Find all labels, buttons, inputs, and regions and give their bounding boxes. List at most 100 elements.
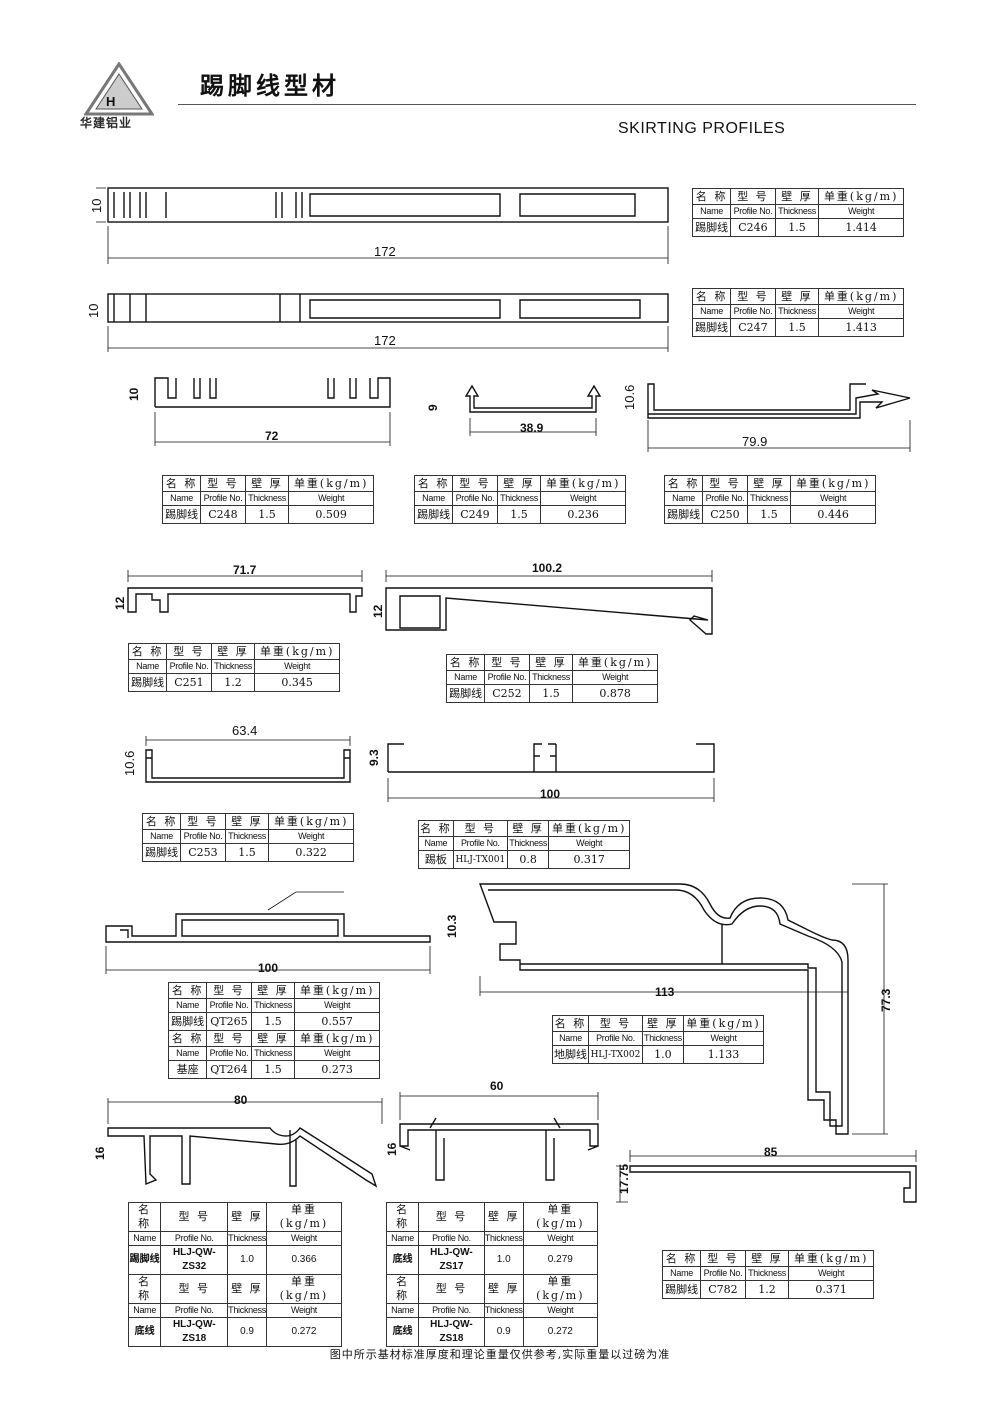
cell-model: HLJ-TX002	[588, 1045, 643, 1064]
col-header: 型 号	[702, 475, 748, 492]
col-header: 壁 厚	[746, 475, 792, 492]
footer-note: 图中所示基材标准厚度和理论重量仅供参考,实际重量以过磅为准	[329, 1348, 671, 1361]
cell-model: C248	[200, 505, 246, 524]
col-header: Weight	[294, 998, 380, 1013]
col-header: 名 称	[167, 1030, 208, 1047]
page-subtitle: SKIRTING PROFILES	[618, 120, 786, 137]
dim-label: 63.4	[232, 723, 257, 738]
cell-thickness: 1.5	[244, 505, 290, 524]
dim-label: 16	[93, 1146, 107, 1160]
col-header: Name	[141, 829, 182, 844]
col-header: 名 称	[161, 475, 202, 492]
col-header: 名 称	[127, 1274, 162, 1304]
svg-text:H: H	[106, 94, 115, 109]
page-title: 踢脚线型材	[200, 71, 340, 100]
cell-name: 踢脚线	[127, 1245, 162, 1275]
profile-drawing-qt265: 100 10.3	[105, 891, 459, 975]
cell-thickness: 1.5	[774, 318, 820, 337]
cell-thickness: 0.9	[483, 1317, 524, 1347]
cell-thickness: 0.8	[506, 850, 550, 869]
col-header: 壁 厚	[774, 188, 820, 205]
col-header: 壁 厚	[227, 1274, 267, 1304]
col-header: Profile No.	[166, 659, 212, 674]
col-header: 单重(kg/m)	[268, 813, 354, 830]
cell-thickness: 1.2	[744, 1280, 790, 1299]
cell-name: 踢板	[418, 850, 454, 869]
dim-label: 10	[89, 199, 104, 213]
col-header: 名 称	[691, 288, 732, 305]
cell-weight: 1.414	[818, 218, 904, 237]
col-header: 名 称	[385, 1202, 420, 1232]
col-header: 型 号	[418, 1274, 485, 1304]
col-header: Name	[691, 304, 732, 319]
col-header: 型 号	[452, 820, 508, 837]
col-header: 名 称	[663, 475, 704, 492]
cell-name: 踢脚线	[167, 1012, 208, 1031]
profile-drawing-zs32: 80 16	[93, 1093, 383, 1188]
cell-model: HLJ-QW-ZS32	[160, 1245, 229, 1275]
col-header: Name	[167, 998, 208, 1013]
cell-name: 踢脚线	[445, 684, 486, 703]
col-header: Thickness	[483, 1231, 524, 1246]
col-header: 单重(kg/m)	[265, 1202, 343, 1232]
cell-model: QT264	[206, 1060, 252, 1079]
col-header: 壁 厚	[496, 475, 542, 492]
col-header: 单重(kg/m)	[790, 475, 876, 492]
profile-drawing-c248: 10 72	[127, 377, 391, 446]
dim-label: 72	[265, 429, 279, 443]
col-header: Name	[661, 1266, 702, 1281]
col-header: 壁 厚	[483, 1202, 524, 1232]
cell-model: C246	[730, 218, 776, 237]
cell-model: C782	[700, 1280, 746, 1299]
cell-name: 踢脚线	[663, 505, 704, 524]
col-header: 名 称	[127, 1202, 162, 1232]
cell-weight: 0.272	[265, 1317, 343, 1347]
col-header: 壁 厚	[483, 1274, 524, 1304]
col-header: 名 称	[661, 1250, 702, 1267]
cell-thickness: 1.0	[483, 1245, 524, 1275]
cell-name: 底线	[385, 1317, 420, 1347]
col-header: 名 称	[413, 475, 454, 492]
col-header: 壁 厚	[250, 982, 296, 999]
col-header: Name	[418, 836, 454, 851]
dim-label: 60	[490, 1079, 504, 1093]
profile-drawing-c253: 63.4 10.6	[122, 723, 351, 783]
col-header: 单重(kg/m)	[548, 820, 630, 837]
cell-name: 踢脚线	[141, 843, 182, 862]
col-header: Name	[445, 670, 486, 685]
col-header: 名 称	[551, 1015, 590, 1032]
cell-thickness: 1.5	[496, 505, 542, 524]
col-header: 单重(kg/m)	[683, 1015, 764, 1032]
col-header: 型 号	[484, 654, 530, 671]
col-header: Profile No.	[206, 998, 252, 1013]
cell-model: HLJ-QW-ZS18	[418, 1317, 485, 1347]
cell-weight: 0.279	[522, 1245, 599, 1275]
profile-drawing-c252: 100.2 12	[371, 561, 713, 635]
cell-weight: 0.322	[268, 843, 354, 862]
cell-weight: 0.317	[548, 850, 630, 869]
col-header: Weight	[788, 1266, 874, 1281]
profile-drawing-c782: 85 17.75	[616, 1145, 917, 1203]
col-header: Name	[413, 491, 454, 506]
cell-thickness: 1.2	[210, 673, 256, 692]
col-header: Thickness	[641, 1031, 685, 1046]
col-header: Name	[127, 1231, 162, 1246]
col-header: Thickness	[774, 304, 820, 319]
col-header: Thickness	[744, 1266, 790, 1281]
col-header: Name	[127, 1303, 162, 1318]
dim-label: 79.9	[742, 434, 767, 449]
cell-weight: 0.272	[522, 1317, 599, 1347]
col-header: Weight	[548, 836, 630, 851]
col-header: 名 称	[418, 820, 454, 837]
col-header: 名 称	[445, 654, 486, 671]
col-header: Weight	[268, 829, 354, 844]
cell-weight: 1.133	[683, 1045, 764, 1064]
col-header: 单重(kg/m)	[288, 475, 374, 492]
col-header: Profile No.	[160, 1303, 229, 1318]
col-header: 单重(kg/m)	[522, 1202, 599, 1232]
cell-thickness: 1.5	[746, 505, 792, 524]
